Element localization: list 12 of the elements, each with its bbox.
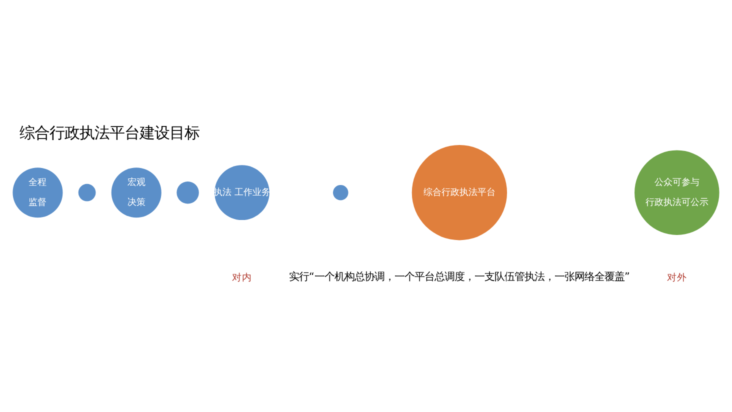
node-circle: 公众可参与 行政执法可公示 <box>634 150 720 234</box>
node-circle: 综合行政执法平台 <box>412 144 508 240</box>
node-circle <box>176 181 199 204</box>
label: 对内 <box>232 272 252 283</box>
node-circle: 宏观 决策 <box>111 167 162 218</box>
node-circle <box>78 183 96 201</box>
node-circle: 执法 工作业务 <box>214 164 270 220</box>
diagram-title: 综合行政执法平台建设目标 <box>19 123 200 142</box>
node-circle: 全程 监督 <box>12 167 63 218</box>
label: 实行“一个机构总协调，一个平台总调度，一支队伍管执法，一张网络全覆盖” <box>289 270 630 283</box>
label: 对外 <box>666 272 687 283</box>
node-circle <box>333 184 348 200</box>
